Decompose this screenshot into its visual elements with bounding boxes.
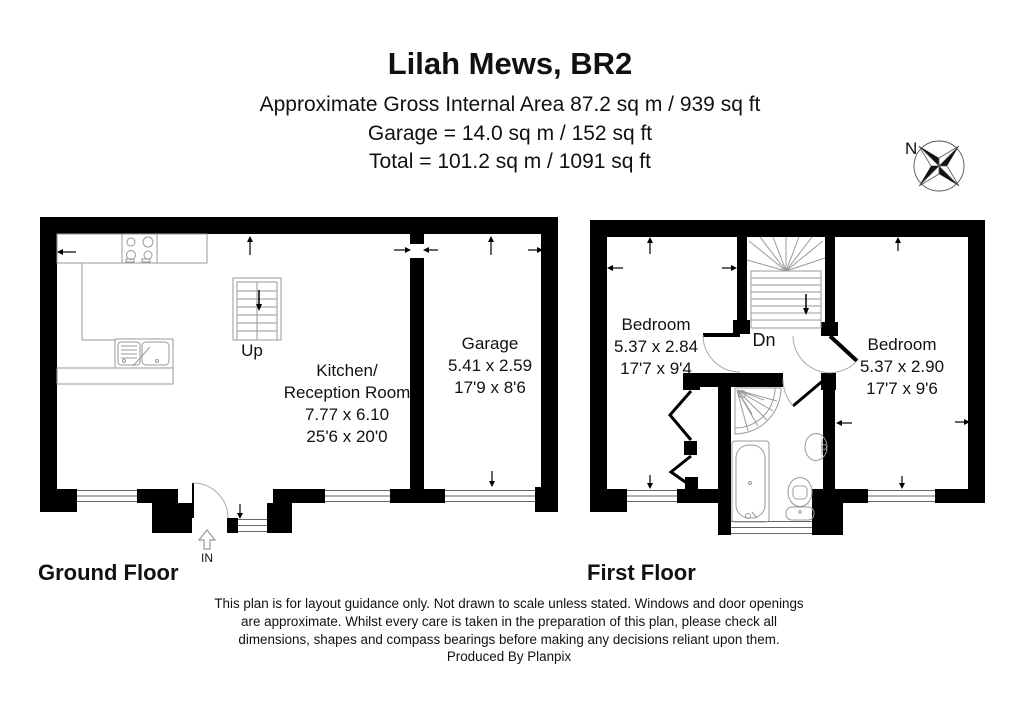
header: Lilah Mews, BR2 Approximate Gross Intern… [260,46,761,173]
bedroom-right-label: Bedroom 5.37 x 2.90 17'7 x 9'6 [860,335,944,398]
ground-floor-walls [40,217,558,533]
page-title: Lilah Mews, BR2 [388,46,633,81]
dimension-arrow-left [57,249,76,255]
dimension-arrows-first [607,237,970,489]
dimension-arrow-up [488,236,494,255]
dimension-arrow-right [528,247,543,253]
dimension-arrow-up [647,237,653,254]
disclaimer-line: dimensions, shapes and compass bearings … [238,632,779,647]
dimension-arrow-right [955,419,970,425]
kitchen-room-label: Kitchen/ Reception Room 7.77 x 6.10 25'6… [284,361,411,446]
bedroom-right-door-icon [792,334,859,374]
gross-area-line: Approximate Gross Internal Area 87.2 sq … [260,93,761,116]
window [325,490,390,502]
dimension-arrow-down [237,504,243,519]
hob-icon [121,233,158,264]
first-floor-label: First Floor [587,560,696,585]
bathtub-icon [731,440,770,523]
room-name: Garage [462,334,519,353]
room-dims-imperial: 17'7 x 9'6 [866,379,938,398]
stairs-up-label: Up [241,341,263,360]
total-area-line: Total = 101.2 sq m / 1091 sq ft [369,150,651,173]
dimension-arrow-up [247,236,253,255]
dimension-arrow-left [423,247,438,253]
entrance-in-arrow-icon [197,529,217,550]
disclaimer-line: This plan is for layout guidance only. N… [214,596,804,611]
dimension-arrow-down [489,471,495,487]
ground-floor-windows [77,490,535,532]
window [627,490,677,502]
kitchen-sink-icon [114,338,174,369]
entrance-label: IN [201,551,213,565]
room-name: Reception Room [284,383,411,402]
window [77,490,137,502]
stairs-down-icon [746,236,826,329]
room-dims-metric: 5.37 x 2.90 [860,357,944,376]
dimension-arrow-left [836,420,852,426]
garage-door-window [445,490,535,502]
room-name: Bedroom [868,335,937,354]
bathroom-door-icon [782,377,826,408]
dimension-arrow-left [607,265,623,271]
room-dims-imperial: 17'7 x 9'4 [620,359,692,378]
entrance-door-icon [192,482,229,519]
toilet-icon [785,477,815,521]
room-dims-imperial: 25'6 x 20'0 [306,427,387,446]
ground-floor-plan: IN Up Kitchen/ Reception Room 7.77 x 6.1… [38,217,558,585]
closet-bifold-doors-icon [668,390,693,488]
stairs-down-label: Dn [752,330,775,350]
dimension-arrow-right [722,265,737,271]
room-dims-metric: 7.77 x 6.10 [305,405,389,424]
first-floor-walls [590,220,985,535]
bathroom-sink-icon [804,433,828,461]
dimension-arrow-right [394,247,411,253]
first-floor-windows [627,490,935,534]
room-dims-imperial: 17'9 x 8'6 [454,378,526,397]
bedroom-left-label: Bedroom 5.37 x 2.84 17'7 x 9'4 [614,315,698,378]
dimension-arrow-down [647,475,653,489]
bathroom-window [731,521,812,534]
garage-area-line: Garage = 14.0 sq m / 152 sq ft [368,122,652,145]
room-name: Kitchen/ [316,361,378,380]
compass-rose-icon: N [905,139,965,192]
compass-north-label: N [905,139,917,158]
dimension-arrow-up [895,237,901,251]
bedroom-left-door-icon [702,333,741,373]
ground-floor-label: Ground Floor [38,560,179,585]
dimension-arrow-down [899,476,905,489]
disclaimer-producer: Produced By Planpix [447,649,572,664]
dimension-arrows-ground [57,236,543,519]
stairs-up-icon [232,277,282,341]
porch-window [238,519,267,532]
disclaimer-line: are approximate. Whilst every care is ta… [241,614,777,629]
room-dims-metric: 5.37 x 2.84 [614,337,698,356]
window [868,490,935,502]
first-floor-plan: Dn Bedroom 5.37 x 2.84 17'7 x 9'4 Bedroo… [587,220,985,585]
disclaimer: This plan is for layout guidance only. N… [214,596,804,664]
room-name: Bedroom [622,315,691,334]
garage-room-label: Garage 5.41 x 2.59 17'9 x 8'6 [448,334,532,397]
room-dims-metric: 5.41 x 2.59 [448,356,532,375]
shower-icon [734,387,782,435]
kitchen-counter [56,233,208,385]
